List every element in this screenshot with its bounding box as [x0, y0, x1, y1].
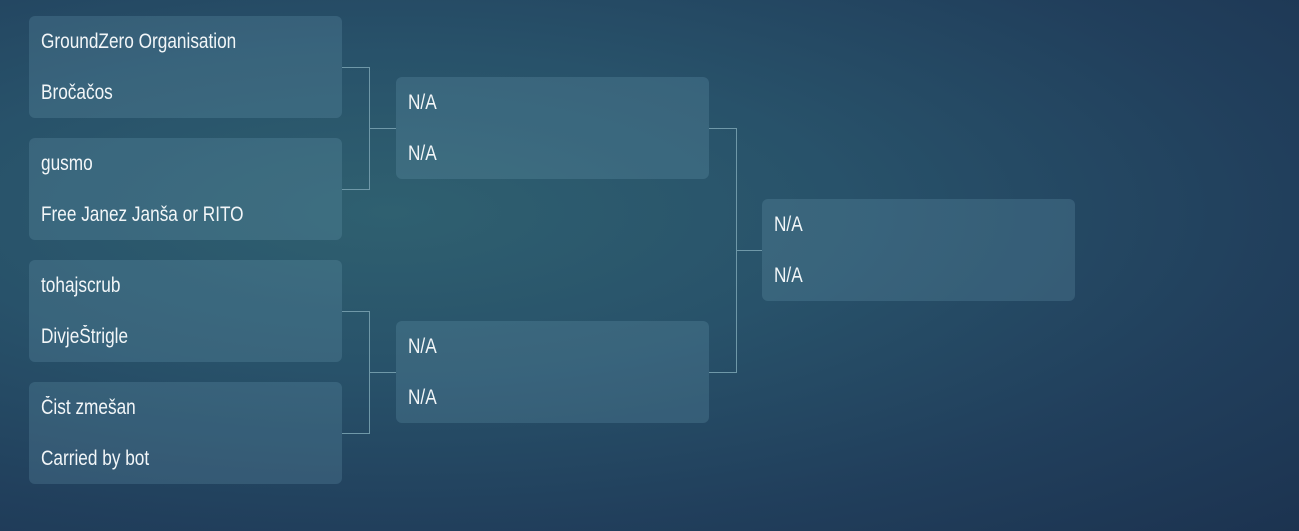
team-name: Carried by bot	[41, 446, 150, 470]
team-name: N/A	[408, 385, 437, 409]
team-name: Čist zmešan	[41, 395, 136, 419]
team-slot[interactable]: N/A	[396, 372, 709, 423]
match-final[interactable]: N/A N/A	[762, 199, 1075, 301]
team-slot[interactable]: Free Janez Janša or RITO	[29, 189, 342, 240]
connector-line	[369, 372, 396, 373]
connector-line	[342, 311, 370, 312]
match-r2-1[interactable]: N/A N/A	[396, 77, 709, 179]
team-name: gusmo	[41, 151, 93, 175]
team-slot[interactable]: Carried by bot	[29, 433, 342, 484]
team-slot[interactable]: N/A	[762, 250, 1075, 301]
team-slot[interactable]: N/A	[762, 199, 1075, 250]
connector-line	[736, 250, 762, 251]
connector-line	[342, 433, 370, 434]
team-name: N/A	[408, 90, 437, 114]
team-slot[interactable]: N/A	[396, 128, 709, 179]
match-r1-4[interactable]: Čist zmešan Carried by bot	[29, 382, 342, 484]
team-name: Bročačos	[41, 80, 113, 104]
connector-line	[342, 67, 370, 68]
team-name: GroundZero Organisation	[41, 29, 237, 53]
team-name: N/A	[774, 212, 803, 236]
team-slot[interactable]: DivjeŠtrigle	[29, 311, 342, 362]
team-slot[interactable]: Čist zmešan	[29, 382, 342, 433]
connector-line	[369, 128, 396, 129]
connector-line	[709, 372, 737, 373]
match-r1-2[interactable]: gusmo Free Janez Janša or RITO	[29, 138, 342, 240]
team-name: N/A	[408, 141, 437, 165]
match-r2-2[interactable]: N/A N/A	[396, 321, 709, 423]
team-name: Free Janez Janša or RITO	[41, 202, 244, 226]
team-name: N/A	[408, 334, 437, 358]
match-r1-1[interactable]: GroundZero Organisation Bročačos	[29, 16, 342, 118]
connector-line	[709, 128, 737, 129]
team-name: tohajscrub	[41, 273, 121, 297]
team-name: DivjeŠtrigle	[41, 324, 129, 348]
team-slot[interactable]: GroundZero Organisation	[29, 16, 342, 67]
team-slot[interactable]: N/A	[396, 77, 709, 128]
team-slot[interactable]: gusmo	[29, 138, 342, 189]
team-name: N/A	[774, 263, 803, 287]
team-slot[interactable]: tohajscrub	[29, 260, 342, 311]
connector-line	[342, 189, 370, 190]
team-slot[interactable]: Bročačos	[29, 67, 342, 118]
match-r1-3[interactable]: tohajscrub DivjeŠtrigle	[29, 260, 342, 362]
team-slot[interactable]: N/A	[396, 321, 709, 372]
